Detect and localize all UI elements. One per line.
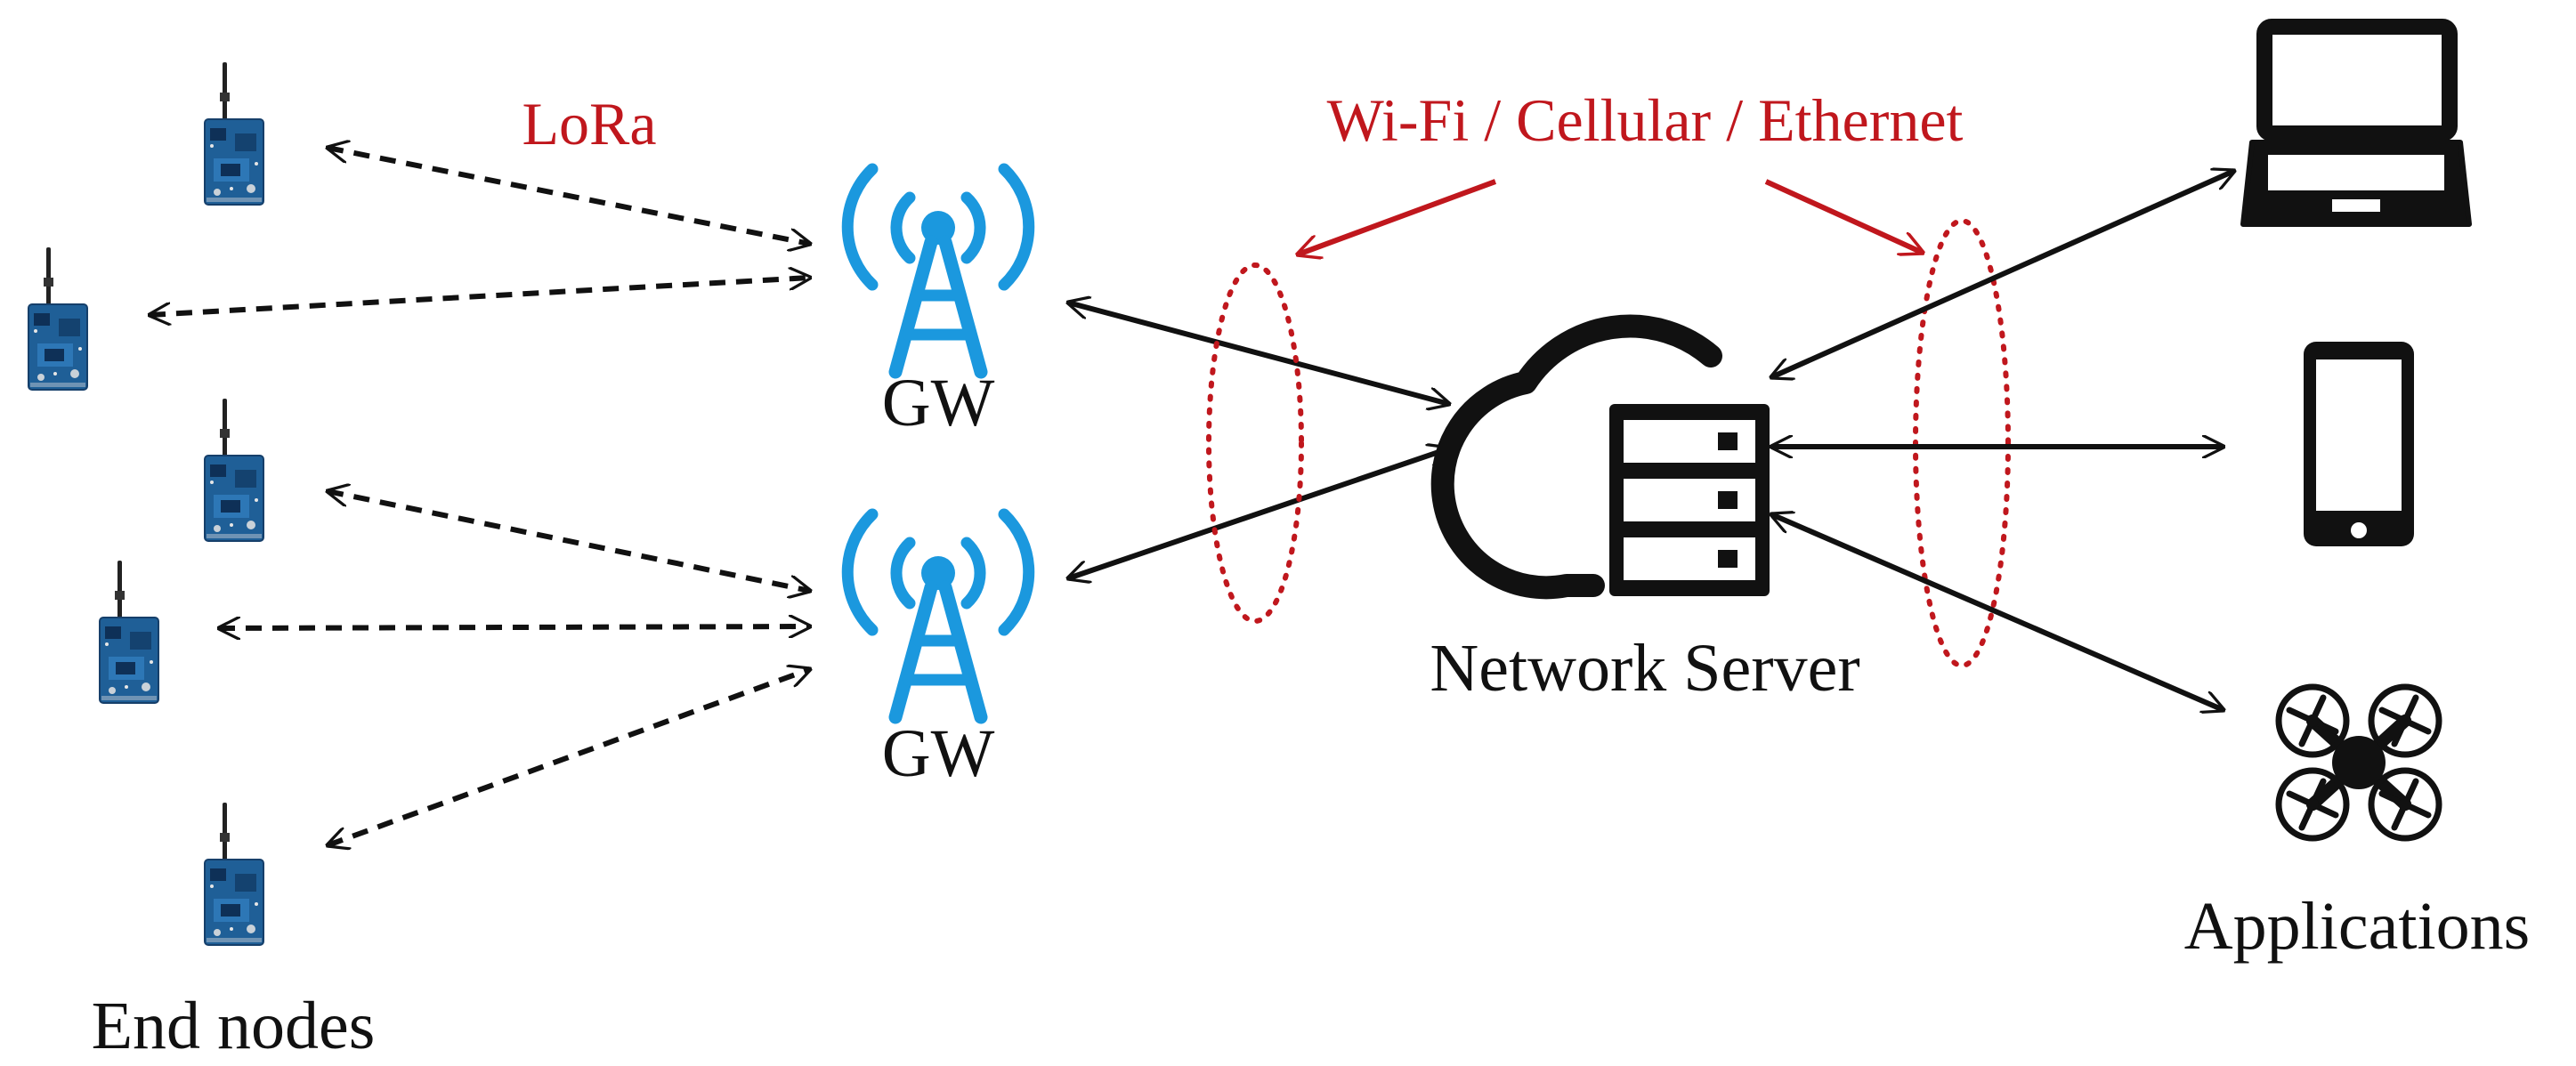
gateway-top: GW	[847, 169, 1029, 440]
laptop-icon	[2240, 19, 2472, 227]
gateway-bottom-label: GW	[882, 716, 995, 791]
applications-label: Applications	[2184, 889, 2530, 964]
backhaul-label: Wi-Fi / Cellular / Ethernet	[1327, 86, 1964, 154]
lora-board-icon	[204, 802, 264, 946]
end-nodes-label: End nodes	[92, 989, 376, 1063]
lora-label: LoRa	[522, 90, 656, 157]
red-pointer-arrow	[1764, 179, 1923, 253]
network-server-label: Network Server	[1430, 631, 1859, 706]
app-link	[1771, 514, 2224, 710]
lora-board-icon	[28, 246, 88, 391]
drone-icon	[2279, 687, 2439, 838]
lora-board-icon	[99, 560, 159, 704]
lora-board-icon	[204, 398, 264, 542]
end-nodes-group	[28, 61, 264, 946]
gateway-bottom: GW	[847, 514, 1029, 791]
radio-tower-icon	[847, 514, 1029, 717]
backhaul-label-pointers	[1298, 179, 1923, 254]
cloud-server-icon	[1430, 314, 1770, 600]
backhaul-link	[1068, 303, 1449, 404]
backhaul-link	[1068, 448, 1449, 578]
app-link	[1771, 171, 2234, 377]
gateway-top-label: GW	[882, 366, 995, 440]
cloud-outline	[1430, 314, 1722, 600]
lora-link	[150, 278, 810, 315]
lora-link	[328, 669, 810, 845]
lora-link	[328, 148, 810, 244]
lora-links	[150, 148, 810, 845]
backhaul-links	[1068, 303, 1449, 578]
lora-link	[328, 491, 810, 591]
smartphone-icon	[2304, 342, 2414, 546]
red-pointer-arrow	[1298, 179, 1497, 254]
lora-board-icon	[204, 61, 264, 206]
application-links	[1771, 171, 2234, 710]
radio-tower-icon	[847, 169, 1029, 372]
backhaul-interface-ellipse-left	[1206, 262, 1304, 624]
lora-link	[219, 626, 810, 628]
